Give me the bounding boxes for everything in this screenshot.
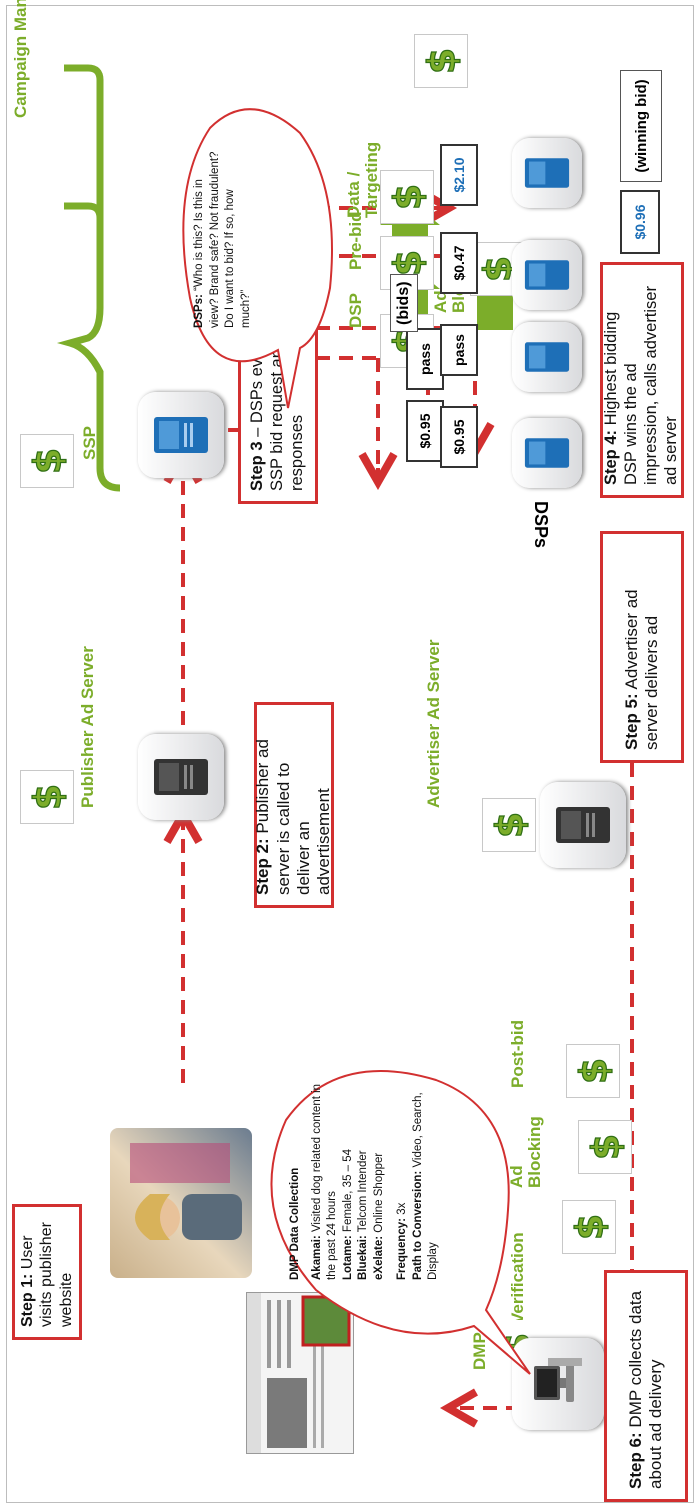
dmp-computer-icon [512,1338,604,1430]
dsp-server-icon-4 [512,138,582,208]
bid-tag-pass: pass [440,324,478,376]
dsp-server-icon-1 [512,418,582,488]
dollar-sign-icon: $ [20,770,74,824]
website-thumbnail [246,1292,354,1454]
label-campaign-management: Campaign Management [11,0,30,118]
svg-text:$: $ [26,784,68,810]
svg-text:$: $ [584,1134,626,1160]
bid-tag-095: $0.95 [440,406,478,468]
dollar-sign-icon: $ [20,434,74,488]
dollar-sign-icon: $ [562,1200,616,1254]
label-advertiser-ad-server: Advertiser Ad Server [424,639,443,808]
label-ssp: SSP [80,425,99,460]
publisher-server-icon [138,734,224,820]
bid-tag-047: $0.47 [440,232,478,294]
step-6-box: Step 6: DMP collects data about ad deliv… [604,1270,688,1502]
step-2-box: Step 2: Publisher ad server is called to… [253,702,334,908]
dsp-bubble-text: DSPs: “Who is this? Is this in view? Bra… [193,151,252,328]
label-data-targeting: Data / Targeting [344,141,381,218]
svg-text:$: $ [386,184,428,210]
dollar-sign-icon: $ [482,798,536,852]
dmp-speech-bubble [270,1070,531,1375]
dollar-sign-icon: $ [470,242,524,296]
svg-text:$: $ [572,1058,614,1084]
dsp-server-icon-3 [512,240,582,310]
svg-text:$: $ [386,250,428,276]
label-winning-bid: (winning bid) [620,70,662,182]
dsp-speech-bubble [182,108,333,409]
label-pre-bid: Pre-bid [346,211,365,270]
dollar-sign-icon: $ [414,34,468,88]
bid-price-2: pass [406,328,444,390]
step-4-box: Step 4: Highest bidding DSP wins the ad … [600,262,684,498]
svg-text:$: $ [26,448,68,474]
step-5-box: Step 5: Advertiser ad server delivers ad [600,531,684,763]
diagram-frame [6,5,694,1503]
label-bids: (bids) [390,274,418,332]
winning-bid-price: $0.96 [620,190,660,254]
dollar-sign-icon: $ [380,236,434,290]
label-dsp: DSP [346,293,365,328]
bid-tag-210: $2.10 [440,144,478,206]
label-dsps: DSPs [531,500,551,548]
advertiser-server-icon [540,782,626,868]
dollar-sign-icon: $ [578,1120,632,1174]
step-1-box: Step 1: User visits publisher website [12,1204,82,1340]
label-publisher-ad-server: Publisher Ad Server [78,646,97,808]
dmp-bubble-text: DMP Data Collection Akamai: Visited dog … [289,1083,440,1280]
svg-text:$: $ [420,48,462,74]
svg-text:$: $ [488,812,530,838]
dsp-server-icon-2 [512,322,582,392]
bid-price-1: $0.95 [406,400,444,462]
ssp-server-icon [138,392,224,478]
svg-text:$: $ [568,1214,610,1240]
user-photo [110,1128,252,1278]
dollar-sign-icon: $ [566,1044,620,1098]
svg-text:$: $ [476,256,518,282]
dollar-sign-icon: $ [380,170,434,224]
